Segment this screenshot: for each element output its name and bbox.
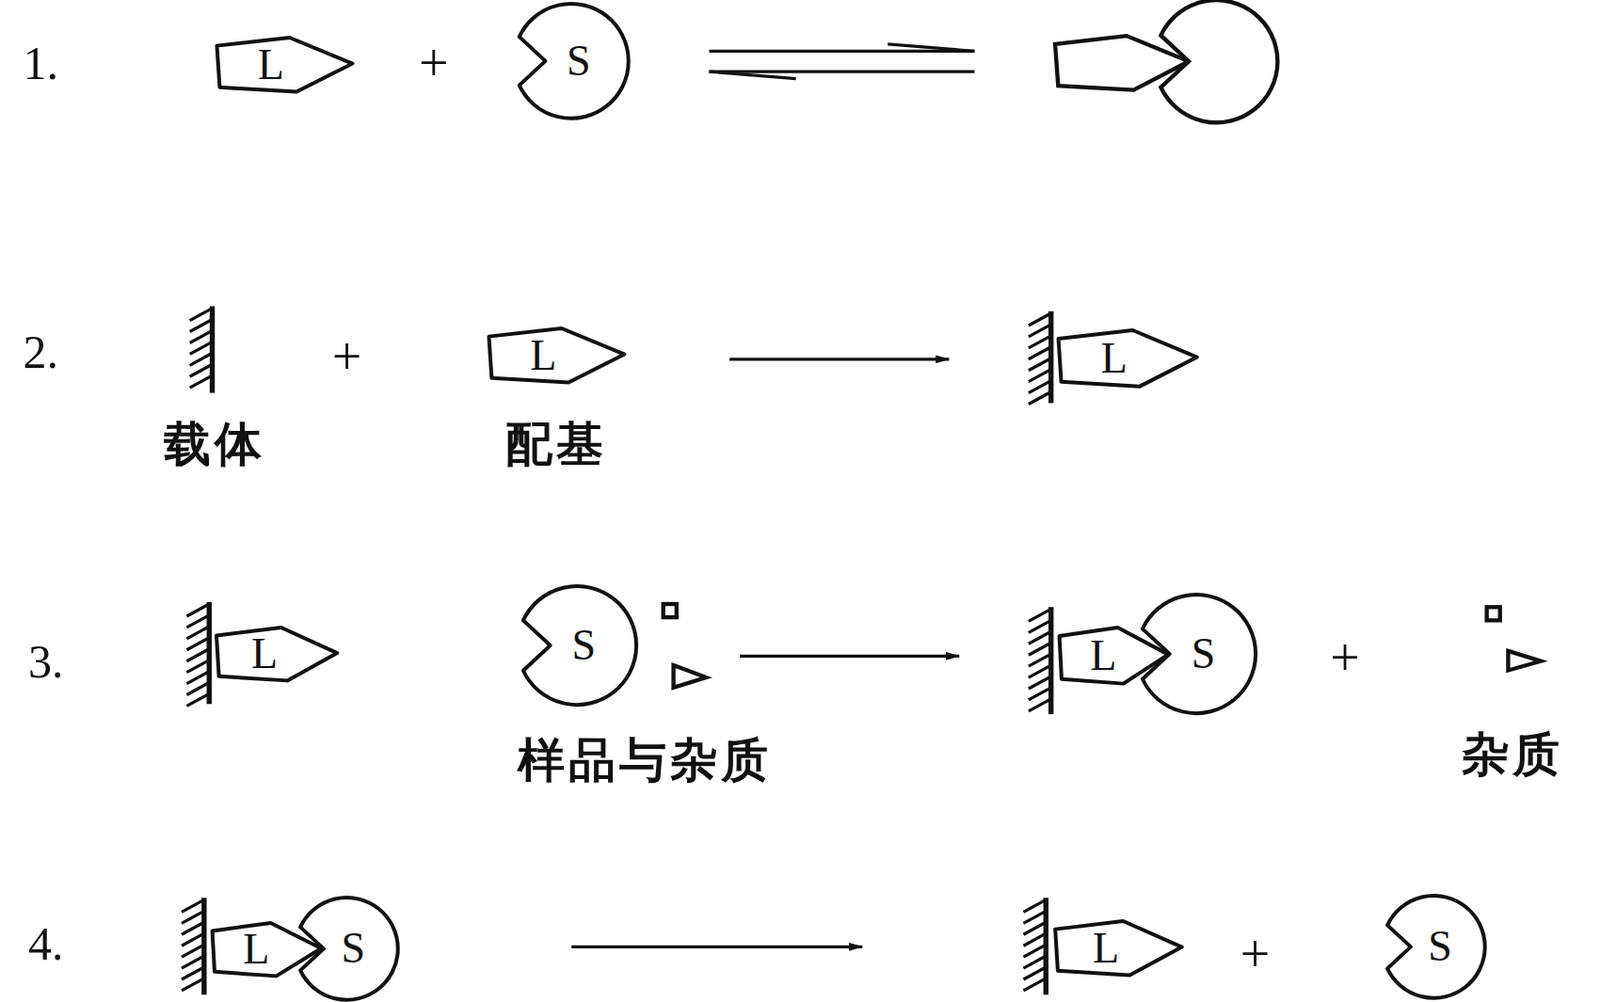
ligand-outline [216,37,352,92]
impurity-square [663,604,677,618]
substance-outline [300,897,399,1001]
substance-circle: S [1380,894,1488,1001]
carrier-hatch [190,308,213,321]
ligand-label: 配基 [505,420,608,468]
ligand-pentagon: L [212,37,353,92]
carrier-hatch [1028,324,1052,337]
forward-arrow-barb [887,44,975,52]
carrier-hatch [1028,347,1052,360]
carrier-hatch [186,615,209,628]
reaction-arrow [739,655,960,658]
substance-circle: S [512,1,631,121]
carrier-hatch [1028,631,1052,644]
ligand-pentagon: L [484,328,625,383]
ligand-pentagon: L [212,627,337,681]
carrier-hatch [1028,391,1052,404]
carrier-hatch [186,682,209,695]
plus-sign: + [418,36,449,90]
step-number: 4. [28,920,64,968]
ligand-pentagon: L [1054,330,1198,387]
carrier-hatch [190,375,213,388]
carrier-hatch [1023,944,1046,958]
carrier-hatch [186,638,209,651]
substance-outline [1142,594,1256,714]
carrier-hatch [186,626,209,640]
substance-circle: S [1135,592,1258,716]
carrier-hatch [1028,676,1052,689]
substance-shape [1160,0,1278,123]
carrier-hatch [1023,899,1046,912]
carrier-hatch [181,944,205,958]
carrier-hatch [190,320,213,333]
plus-sign: + [332,330,363,384]
carrier-hatch [181,978,205,992]
reaction-arrow [729,357,949,361]
substance-outline [522,586,636,705]
carrier-hatch [1028,665,1052,678]
carrier-hatch [190,330,213,343]
plus-sign: + [1240,928,1271,981]
carrier-hatch [1028,358,1052,371]
impurity-square [1487,607,1501,621]
carrier-hatch [181,956,205,969]
carrier-hatch [190,352,213,366]
carrier-hatch [186,649,209,662]
carrier-hatch [181,911,205,924]
substance-outline [519,3,629,119]
carrier-hatch [1023,933,1046,946]
carrier-hatch [1028,620,1052,633]
carrier-label: 载体 [163,420,266,468]
carrier-hatch [1023,922,1046,935]
impurity-label: 杂质 [1461,731,1564,779]
carrier-hatch [1023,978,1046,992]
carrier-hatch [1023,911,1046,924]
carrier-hatch [1028,699,1052,712]
step-number: 1. [23,39,60,87]
carrier-hatch [1028,654,1052,667]
ligand-outline [1055,921,1183,976]
carrier-hatch [186,660,209,673]
ligand-outline [488,328,624,383]
sample-label: 样品与杂质 [517,736,772,784]
substance-circle: S [293,896,400,1002]
carrier-hatch [1028,336,1052,349]
carrier-hatch [1028,688,1052,701]
carrier-hatch [1023,956,1046,969]
reaction-arrow [571,945,863,949]
carrier-hatch [190,364,213,377]
carrier-hatch [186,672,209,685]
carrier-hatch [181,899,205,912]
carrier-hatch [1028,313,1052,326]
carrier-hatch [181,967,205,980]
reverse-arrow [709,69,976,73]
carrier-hatch [1028,381,1052,394]
carrier-hatch [186,693,209,706]
impurity-triangle [673,665,707,688]
impurity-triangle [1507,651,1541,672]
carrier-hatch [1028,369,1052,383]
carrier-hatch [1028,608,1052,622]
ligand-pentagon: L [1051,921,1183,976]
substance-outline [1387,896,1486,999]
carrier-hatch [181,922,205,935]
step-number: 3. [28,638,64,686]
forward-arrow [709,49,976,53]
substance-circle: S [515,584,639,707]
carrier-hatch [186,604,209,617]
ligand-outline [215,627,336,681]
plus-sign: + [1329,631,1360,685]
carrier-hatch [181,933,205,946]
carrier-hatch [190,341,213,354]
ligand-outline [1058,330,1198,387]
carrier-hatch [1023,967,1046,980]
step-number: 2. [23,328,60,376]
carrier-hatch [1028,642,1052,656]
reverse-arrow-barb [709,71,797,80]
